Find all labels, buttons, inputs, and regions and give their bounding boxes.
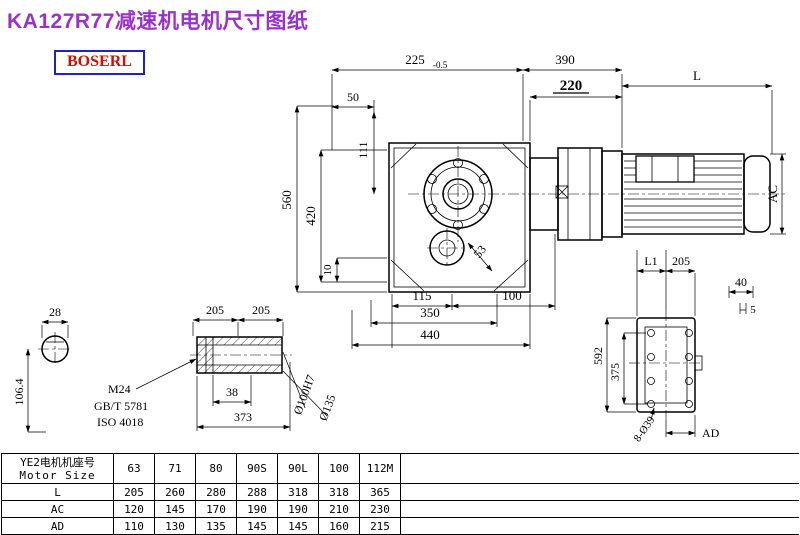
row-L-value: 280 <box>196 484 237 501</box>
dim-592: 592 <box>591 347 605 365</box>
hollow-shaft-side-view: 205 205 M24 GB/T 5781 ISO 4018 38 373 Ø1… <box>94 303 338 431</box>
frame-size-90L: 90L <box>278 454 319 484</box>
dim-106-4: 106.4 <box>12 379 26 406</box>
row-L-filler <box>401 484 799 501</box>
flange-bolt-holes <box>647 329 693 408</box>
top-dimensions: 225 -0.5 390 220 L 50 111 <box>331 52 773 195</box>
row-L-value: 318 <box>278 484 319 501</box>
dim-220: 220 <box>560 78 583 94</box>
row-AD-value: 130 <box>155 518 196 535</box>
dim-205-a: 205 <box>206 303 224 317</box>
dim-100: 100 <box>502 288 522 303</box>
table-header-label: YE2电机机座号 Motor Size <box>2 454 114 484</box>
row-AC-value: 120 <box>114 501 155 518</box>
label-m24: M24 <box>108 382 131 396</box>
row-AC-value: 190 <box>237 501 278 518</box>
frame-size-63: 63 <box>114 454 155 484</box>
housing-ribs <box>390 143 529 292</box>
dim-phi100H7: Ø100H7 <box>291 373 318 417</box>
frame-size-90S: 90S <box>237 454 278 484</box>
dim-205-b: 205 <box>252 303 270 317</box>
dim-350: 350 <box>420 305 440 320</box>
row-AD-label: AD <box>2 518 114 535</box>
row-AD-value: 145 <box>237 518 278 535</box>
dim-390: 390 <box>555 52 575 67</box>
terminal-box <box>635 155 695 183</box>
row-AC-value: 210 <box>319 501 360 518</box>
motor-side-view <box>529 147 771 241</box>
dim-420: 420 <box>303 206 318 226</box>
frame-size-112M: 112M <box>360 454 401 484</box>
dim-40: 40 <box>735 275 747 289</box>
frame-size-71: 71 <box>155 454 196 484</box>
label-iso-4018: ISO 4018 <box>97 415 143 429</box>
gearbox-housing-outline <box>388 142 531 293</box>
frame-size-80: 80 <box>196 454 237 484</box>
dim-28: 28 <box>49 305 61 319</box>
dim-53: 53 <box>471 242 489 260</box>
motor-size-table: YE2电机机座号 Motor Size 63 71 80 90S 90L 100… <box>1 453 799 535</box>
dim-375: 375 <box>608 363 622 381</box>
dim-373: 373 <box>234 410 252 424</box>
row-L-value: 260 <box>155 484 196 501</box>
row-AC-label: AC <box>2 501 114 518</box>
dim-AD: AD <box>702 426 720 440</box>
row-L-value: 365 <box>360 484 401 501</box>
dim-115: 115 <box>412 288 431 303</box>
row-AC-value: 170 <box>196 501 237 518</box>
dim-8-phi39: 8-Ø39 <box>632 414 658 444</box>
dim-225-tolerance: -0.5 <box>433 60 448 70</box>
page-title: KA127R77减速机电机尺寸图纸 <box>7 10 309 33</box>
rear-flange-view: L1 205 40 5 592 375 8-Ø39 AD <box>591 250 756 444</box>
bolt-holes <box>427 158 489 230</box>
row-AD-filler <box>401 518 799 535</box>
dim-AC: AC <box>765 185 780 203</box>
shaft-end-view: 28 106.4 <box>12 305 72 433</box>
row-AD-value: 135 <box>196 518 237 535</box>
row-AD-value: 110 <box>114 518 155 535</box>
dim-L: L <box>693 68 701 83</box>
left-dimensions: 560 420 10 <box>279 105 387 293</box>
frame-size-100: 100 <box>319 454 360 484</box>
table-header-label-cn: YE2电机机座号 <box>20 455 95 469</box>
row-L-value: 205 <box>114 484 155 501</box>
row-AC-value: 190 <box>278 501 319 518</box>
boserl-logo: BOSERL <box>54 50 145 75</box>
row-AC-value: 230 <box>360 501 401 518</box>
dim-10: 10 <box>322 264 334 276</box>
label-gbt-5781: GB/T 5781 <box>94 399 148 413</box>
dim-440: 440 <box>420 327 440 342</box>
row-AD-value: 160 <box>319 518 360 535</box>
row-AD-value: 215 <box>360 518 401 535</box>
dim-38: 38 <box>226 385 238 399</box>
eyebolt-detail <box>555 185 569 199</box>
dim-560: 560 <box>279 190 294 210</box>
row-L-value: 288 <box>237 484 278 501</box>
row-L-value: 318 <box>319 484 360 501</box>
dim-phi135: Ø135 <box>316 393 338 423</box>
table-header-filler <box>401 454 799 484</box>
dim-205-flange: 205 <box>672 254 690 268</box>
input-flange-circle <box>423 159 493 229</box>
dim-225: 225 <box>405 52 425 67</box>
row-L-label: L <box>2 484 114 501</box>
dim-50: 50 <box>347 90 359 104</box>
table-header-label-en: Motor Size <box>19 468 96 482</box>
row-AD-value: 145 <box>278 518 319 535</box>
row-AC-value: 145 <box>155 501 196 518</box>
dim-5: 5 <box>750 304 756 316</box>
dim-L1: L1 <box>644 254 657 268</box>
gearbox-front-view <box>388 142 788 293</box>
motor-ac-dimension: AC <box>765 153 786 235</box>
row-AC-filler <box>401 501 799 518</box>
